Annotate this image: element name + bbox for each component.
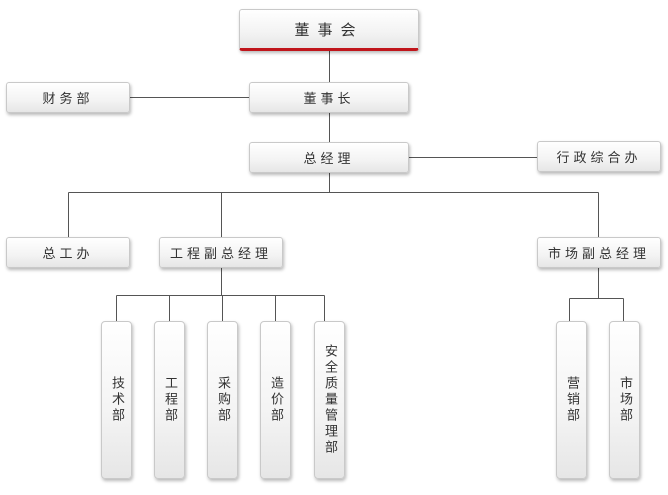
node-market-dept[interactable]: 市场部 — [609, 321, 640, 479]
node-chairman-label: 董事长 — [303, 92, 355, 107]
node-finance-label: 财务部 — [42, 92, 94, 107]
node-engineering-vp[interactable]: 工程副总经理 — [159, 237, 283, 268]
node-admin-office[interactable]: 行政综合办 — [537, 141, 661, 172]
node-tech-dept[interactable]: 技术部 — [101, 321, 132, 479]
node-finance[interactable]: 财务部 — [6, 82, 130, 113]
node-engineering-vp-label: 工程副总经理 — [169, 247, 272, 262]
node-sales-dept[interactable]: 营销部 — [556, 321, 587, 479]
node-chairman[interactable]: 董事长 — [249, 82, 409, 113]
node-sales-dept-label: 营销部 — [564, 376, 579, 424]
node-marketing-vp[interactable]: 市场副总经理 — [537, 237, 661, 268]
node-board-label: 董事会 — [294, 20, 364, 39]
node-safety-quality-dept[interactable]: 安全质量管理部 — [314, 321, 345, 479]
node-engineering-dept-label: 工程部 — [162, 376, 177, 424]
node-general-manager[interactable]: 总经理 — [249, 142, 409, 173]
node-purchasing-dept[interactable]: 采购部 — [207, 321, 238, 479]
node-engineering-dept[interactable]: 工程部 — [154, 321, 185, 479]
node-tech-dept-label: 技术部 — [109, 376, 124, 424]
node-general-manager-label: 总经理 — [303, 152, 355, 167]
node-safety-quality-dept-label: 安全质量管理部 — [322, 344, 337, 456]
node-purchasing-dept-label: 采购部 — [215, 376, 230, 424]
node-board[interactable]: 董事会 — [239, 9, 419, 51]
node-marketing-vp-label: 市场副总经理 — [547, 247, 650, 262]
node-cost-dept[interactable]: 造价部 — [260, 321, 291, 479]
node-cost-dept-label: 造价部 — [268, 376, 283, 424]
node-chief-engineer-office[interactable]: 总工办 — [6, 237, 130, 268]
node-admin-office-label: 行政综合办 — [556, 151, 642, 166]
node-market-dept-label: 市场部 — [617, 376, 632, 424]
node-chief-engineer-office-label: 总工办 — [42, 247, 94, 262]
